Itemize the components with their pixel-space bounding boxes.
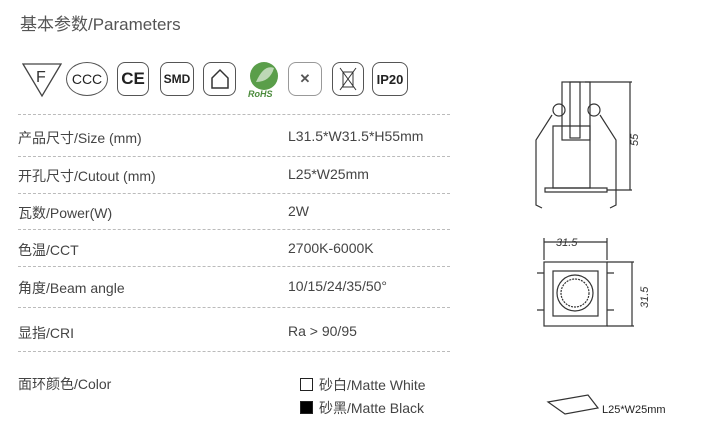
svg-text:F: F: [36, 69, 46, 86]
size-label: 产品尺寸/Size (mm): [18, 130, 142, 146]
white-swatch: [300, 378, 313, 391]
power-label: 瓦数/Power(W): [18, 205, 113, 221]
power-value: 2W: [288, 203, 309, 219]
divider: [18, 229, 450, 230]
color-label: 面环颜色/Color: [18, 376, 112, 392]
cct-label: 色温/CCT: [18, 242, 79, 258]
cct-value: 2700K-6000K: [288, 240, 374, 256]
cutout-value: L25*W25mm: [288, 166, 369, 182]
divider: [18, 156, 450, 157]
ce-icon: CE: [117, 62, 149, 96]
beam-angle-label: 角度/Beam angle: [18, 280, 125, 296]
black-swatch: [300, 401, 313, 414]
divider: [18, 266, 450, 267]
smd-icon: SMD: [160, 62, 194, 96]
f-mark-icon: F: [22, 63, 62, 98]
depth-dimension: 31.5: [639, 286, 651, 308]
divider: [18, 114, 450, 115]
divider: [18, 351, 450, 352]
beam-angle-value: 10/15/24/35/50°: [288, 278, 388, 294]
cri-value: Ra > 90/95: [288, 323, 357, 339]
size-value: L31.5*W31.5*H55mm: [288, 128, 424, 144]
divider: [18, 193, 450, 194]
svg-text:RoHS: RoHS: [248, 89, 273, 98]
house-class-icon: [203, 62, 236, 96]
divider: [18, 307, 450, 308]
no-cover-icon: ✕: [288, 62, 322, 96]
cutout-label: 开孔尺寸/Cutout (mm): [18, 168, 156, 184]
weee-bin-icon: [332, 62, 364, 96]
width-dimension: 31.5: [556, 237, 578, 249]
page-title: 基本参数/Parameters: [20, 15, 181, 34]
rohs-icon: RoHS: [248, 62, 278, 98]
color-option-black: 砂黑/Matte Black: [300, 398, 424, 418]
ccc-icon: CCC: [66, 62, 108, 96]
cutout-dimension: L25*W25mm: [602, 404, 666, 416]
height-dimension: 55: [629, 133, 641, 146]
cri-label: 显指/CRI: [18, 325, 74, 341]
color-option-label: 砂白/Matte White: [319, 377, 426, 393]
color-option-white: 砂白/Matte White: [300, 375, 426, 395]
product-drawing: 55 31.5 31.5 L25*W25mm: [535, 81, 666, 416]
ip20-icon: IP20: [372, 62, 408, 96]
color-option-label: 砂黑/Matte Black: [319, 400, 425, 416]
